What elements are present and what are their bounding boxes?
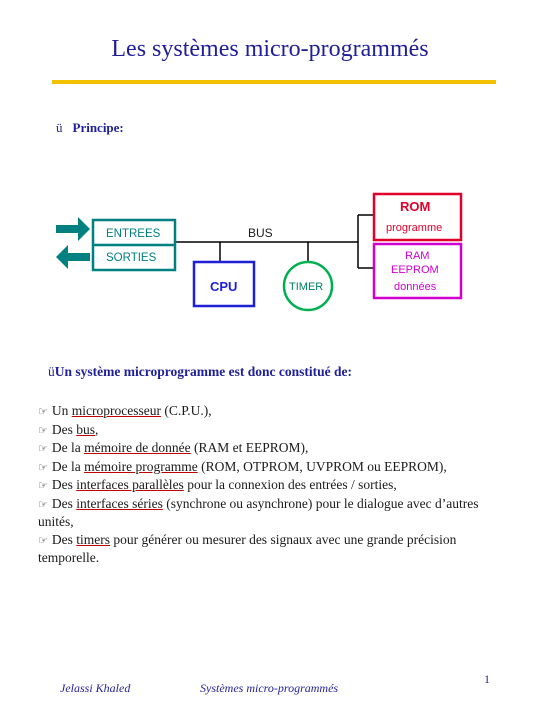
- list-item-term: mémoire de donnée: [84, 440, 191, 455]
- check-icon: ü: [56, 120, 63, 135]
- input-arrow-icon: [56, 217, 90, 241]
- list-item-suffix: pour la connexion des entrées / sorties,: [183, 477, 397, 492]
- footer-author: Jelassi Khaled: [60, 681, 131, 695]
- pointing-hand-icon: ☞: [38, 497, 48, 511]
- list-item-prefix: Des: [51, 495, 77, 511]
- output-arrow-icon: [56, 245, 90, 269]
- list-item-suffix: (C.P.U.),: [160, 403, 212, 418]
- list-item-term: interfaces parallèles: [76, 477, 184, 492]
- timer-label: TIMER: [289, 281, 323, 293]
- pointing-hand-icon: ☞: [38, 533, 48, 547]
- pointing-hand-icon: ☞: [38, 405, 48, 418]
- pointing-hand-icon: ☞: [38, 442, 48, 455]
- pointing-hand-icon: ☞: [38, 423, 48, 437]
- list-item-suffix: pour générer ou mesurer des signaux avec…: [38, 531, 457, 566]
- component-list: ☞Un microprocesseur (C.P.U.),☞Des bus,☞D…: [38, 402, 508, 567]
- donnees-label: données: [394, 281, 437, 293]
- intro-line: üUn système microprogramme est donc cons…: [48, 364, 352, 380]
- list-item-term: microprocesseur: [71, 403, 161, 418]
- list-item: ☞Des bus,: [38, 421, 508, 440]
- list-item-prefix: De la: [51, 440, 85, 455]
- list-item: ☞Des interfaces séries (synchrone ou asy…: [38, 495, 508, 531]
- footer-title: Systèmes micro-programmés: [200, 681, 339, 695]
- list-item-prefix: De la: [51, 458, 85, 474]
- rom-label: ROM: [400, 199, 430, 214]
- principe-heading: ü Principe:: [56, 120, 124, 136]
- bus-label: BUS: [248, 226, 273, 240]
- list-item-suffix: ,: [95, 421, 99, 437]
- list-item-term: timers: [76, 531, 110, 547]
- cpu-label: CPU: [210, 279, 237, 294]
- list-item-suffix: (ROM, OTPROM, UVPROM ou EEPROM),: [197, 458, 447, 474]
- programme-label: programme: [386, 222, 442, 234]
- list-item-prefix: Des: [51, 531, 77, 547]
- sorties-label: SORTIES: [106, 252, 157, 264]
- intro-text: Un système microprogramme est donc const…: [54, 364, 352, 379]
- bus-lines: [175, 214, 374, 269]
- list-item: ☞Des timers pour générer ou mesurer des …: [38, 531, 508, 567]
- list-item-term: interfaces séries: [76, 495, 163, 511]
- pointing-hand-icon: ☞: [38, 460, 48, 474]
- list-item-prefix: Des: [51, 421, 77, 437]
- list-item-prefix: Un: [51, 403, 72, 418]
- list-item: ☞De la mémoire de donnée (RAM et EEPROM)…: [38, 439, 508, 458]
- list-item-prefix: Des: [51, 477, 77, 492]
- eeprom-label: EEPROM: [391, 264, 439, 276]
- page-number: 1: [484, 672, 490, 686]
- pointing-hand-icon: ☞: [38, 479, 48, 492]
- list-item-suffix: (RAM et EEPROM),: [190, 440, 309, 455]
- list-item: ☞De la mémoire programme (ROM, OTPROM, U…: [38, 458, 508, 477]
- check-icon: ü: [48, 364, 55, 379]
- list-item: ☞Un microprocesseur (C.P.U.),: [38, 402, 508, 421]
- list-item-suffix: (synchrone ou asynchrone) pour le dialog…: [38, 495, 479, 530]
- ram-box: [372, 242, 463, 300]
- entrees-label: ENTREES: [106, 228, 161, 240]
- principe-label: Principe:: [72, 120, 124, 135]
- title-underline: [52, 80, 496, 84]
- rom-box: [372, 192, 463, 242]
- system-diagram: ENTREES SORTIES BUS CPU TIMER ROM progra…: [56, 192, 463, 312]
- list-item: ☞Des interfaces parallèles pour la conne…: [38, 476, 508, 495]
- timer-circle: [282, 260, 334, 312]
- ram-label: RAM: [405, 250, 429, 262]
- list-item-term: bus: [76, 421, 96, 437]
- cpu-box: [192, 260, 256, 308]
- list-item-term: mémoire programme: [84, 458, 198, 474]
- page-title: Les systèmes micro-programmés: [111, 36, 429, 62]
